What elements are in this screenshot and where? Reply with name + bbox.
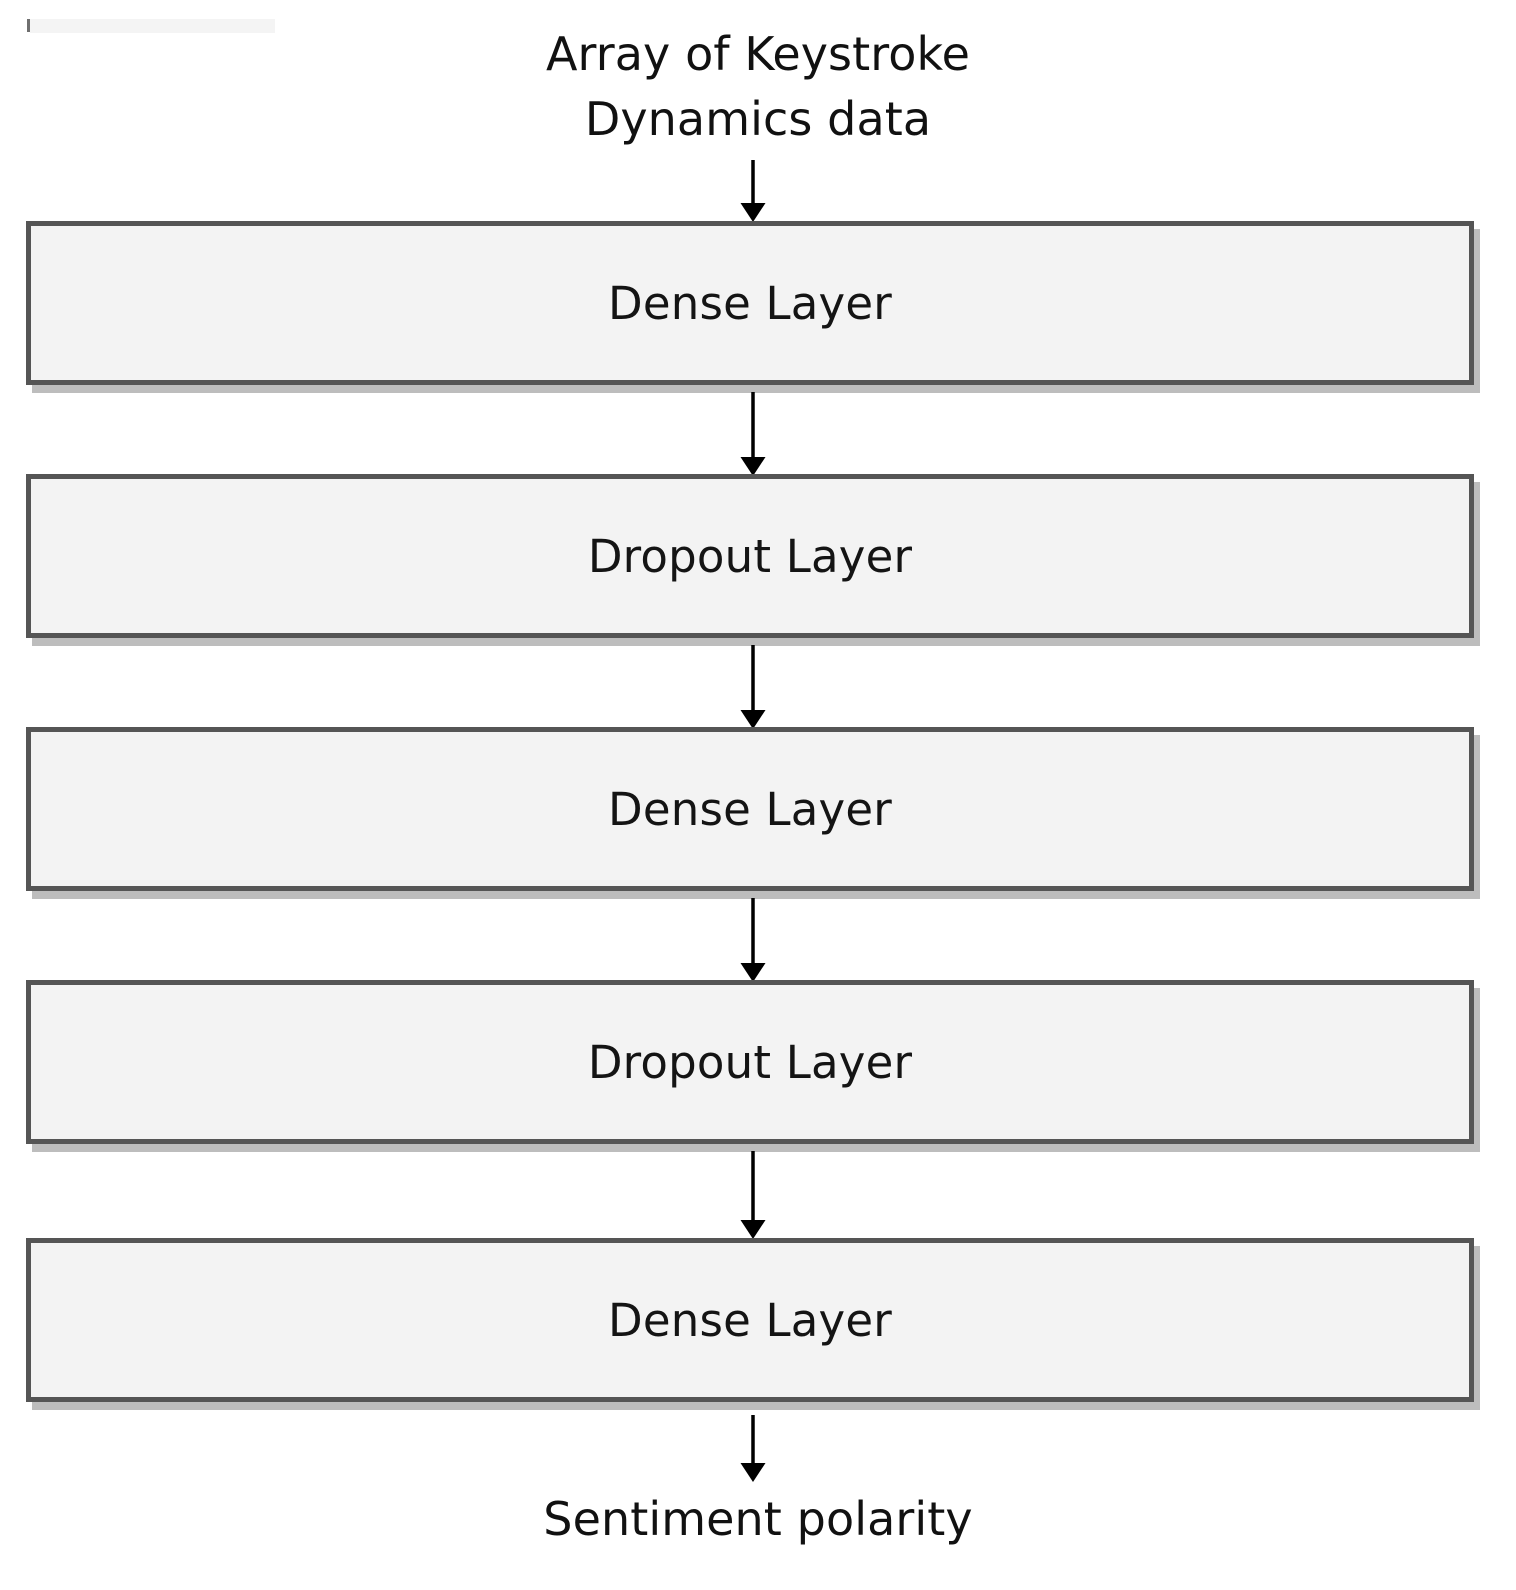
arrow-dense-2-to-dropout-2 [738,898,768,982]
layer-box-dropout-2[interactable]: Dropout Layer [26,980,1474,1144]
scan-artifact-tick [27,19,30,32]
arrow-dropout-2-to-dense-3 [738,1151,768,1239]
layer-label: Dense Layer [608,276,892,330]
layer-box-dense-3[interactable]: Dense Layer [26,1238,1474,1402]
layer-label: Dense Layer [608,1293,892,1347]
arrow-dense-1-to-dropout-1 [738,392,768,476]
layer-box-dropout-1[interactable]: Dropout Layer [26,474,1474,638]
output-label: Sentiment polarity [543,1492,973,1546]
arrow-input-to-dense-1 [738,160,768,222]
arrow-dense-3-to-output [738,1415,768,1482]
input-label: Array of Keystroke Dynamics data [545,27,971,147]
layer-label: Dropout Layer [587,1035,913,1089]
scan-artifact-band [30,19,275,33]
layer-box-dense-2[interactable]: Dense Layer [26,727,1474,891]
layer-box-dense-1[interactable]: Dense Layer [26,221,1474,385]
layer-label: Dense Layer [608,782,892,836]
layer-label: Dropout Layer [587,529,913,583]
arrow-dropout-1-to-dense-2 [738,645,768,729]
